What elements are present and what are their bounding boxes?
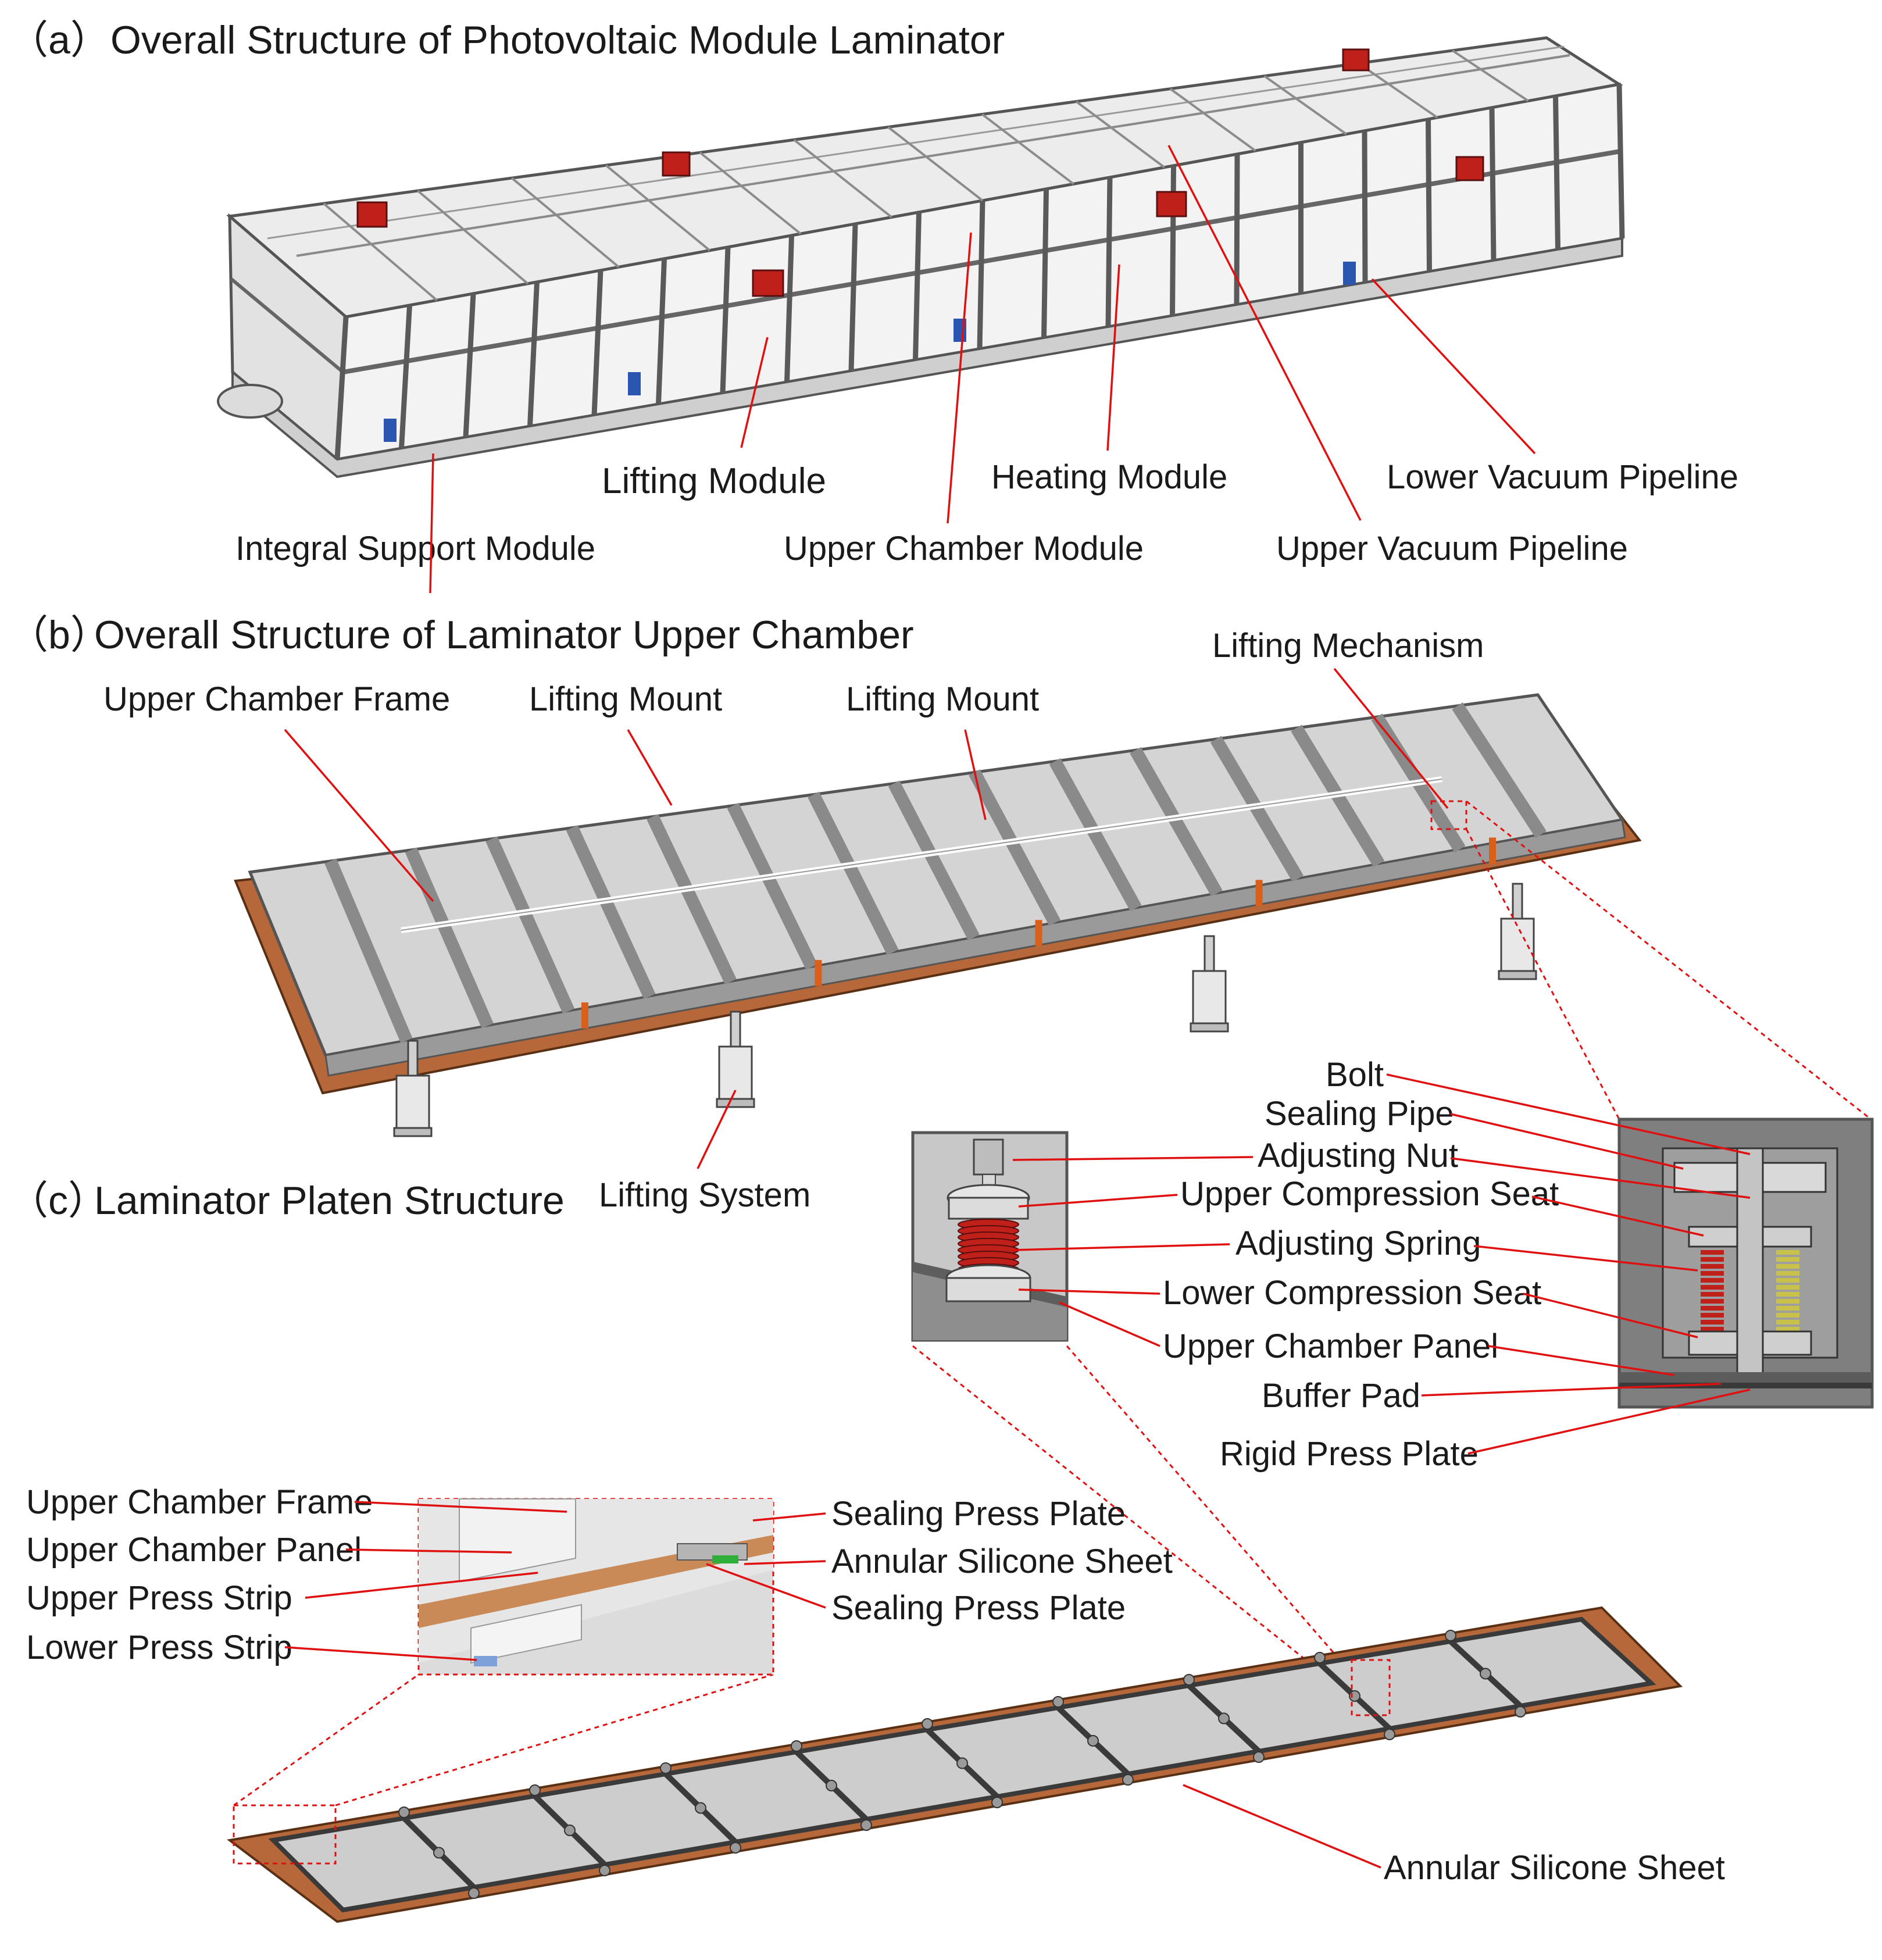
platen-bolt-highlight	[1351, 1659, 1391, 1716]
label-sealing-pipe: Sealing Pipe	[1265, 1095, 1454, 1133]
platen-drawing	[227, 1606, 1683, 1923]
section-b-title: Overall Structure of Laminator Upper Cha…	[94, 613, 914, 657]
label-lower-compression-seat: Lower Compression Seat	[1163, 1274, 1541, 1312]
label-lifting-module: Lifting Module	[602, 461, 826, 501]
detail-leaders	[1012, 1073, 1751, 1455]
leader-upper-chamber-frame-b	[284, 729, 434, 902]
section-c-title: Laminator Platen Structure	[94, 1179, 565, 1223]
section-a-marker: （a）	[9, 18, 110, 62]
label-bolt: Bolt	[1326, 1056, 1384, 1094]
platen-zoom-connector-1	[233, 1673, 419, 1807]
leader-upper-chamber-module	[947, 232, 972, 524]
section-a-title: Overall Structure of Photovoltaic Module…	[110, 18, 1005, 62]
leader-lifting-module	[740, 337, 769, 448]
lifting-mechanism-highlight	[1430, 800, 1467, 830]
leader-lifting-mount-1	[627, 729, 673, 806]
label-sealing-press-plate-1: Sealing Press Plate	[831, 1495, 1126, 1533]
label-heating-module: Heating Module	[991, 458, 1227, 496]
label-upper-compression-seat: Upper Compression Seat	[1180, 1175, 1559, 1213]
leader-upper-vacuum-pipeline	[1167, 145, 1362, 521]
label-upper-chamber-panel-detail: Upper Chamber Panel	[1163, 1327, 1498, 1365]
label-upper-chamber-frame-b: Upper Chamber Frame	[103, 680, 450, 718]
platen-leaders	[284, 1501, 1381, 1869]
label-lifting-mount-2: Lifting Mount	[846, 680, 1039, 718]
leader-lifting-mount-2	[964, 729, 987, 820]
leader-lifting-system	[697, 1090, 737, 1169]
label-lifting-mount-1: Lifting Mount	[529, 680, 722, 718]
lifting-cylinders	[393, 883, 1537, 1137]
label-lifting-mechanism: Lifting Mechanism	[1212, 627, 1484, 665]
spring-assembly-detail	[911, 1131, 1069, 1342]
leader-integral-support-module	[429, 453, 434, 594]
label-lower-vacuum-pipeline: Lower Vacuum Pipeline	[1387, 458, 1738, 496]
upper-chamber-drawing	[234, 693, 1642, 1137]
leader-lifting-mechanism	[1333, 667, 1449, 809]
label-adjusting-nut: Adjusting Nut	[1258, 1137, 1458, 1174]
spring-assembly-section	[1617, 1118, 1874, 1409]
leader-heating-module	[1106, 264, 1120, 451]
label-buffer-pad: Buffer Pad	[1262, 1377, 1420, 1415]
label-upper-chamber-module: Upper Chamber Module	[784, 530, 1144, 567]
label-integral-support-module: Integral Support Module	[235, 530, 595, 567]
label-adjusting-spring: Adjusting Spring	[1235, 1224, 1481, 1262]
zoom-connector-1	[1466, 800, 1872, 1120]
label-upper-chamber-panel-c: Upper Chamber Panel	[26, 1531, 362, 1569]
section-b-marker: （b）	[9, 613, 110, 657]
label-lifting-system: Lifting System	[599, 1176, 810, 1214]
label-sealing-press-plate-2: Sealing Press Plate	[831, 1589, 1126, 1627]
section-c-marker: （c）	[9, 1179, 108, 1223]
label-upper-vacuum-pipeline: Upper Vacuum Pipeline	[1276, 530, 1628, 567]
leader-lower-vacuum-pipeline	[1371, 278, 1536, 455]
platen-zoom-connector-2	[335, 1673, 774, 1807]
label-upper-chamber-frame-c: Upper Chamber Frame	[26, 1483, 373, 1521]
seal-section-detail	[417, 1498, 774, 1676]
label-annular-silicone-sheet-2: Annular Silicone Sheet	[1384, 1849, 1725, 1887]
laminator-machine-drawing	[217, 36, 1625, 479]
label-upper-press-strip: Upper Press Strip	[26, 1579, 292, 1617]
label-rigid-press-plate: Rigid Press Plate	[1220, 1435, 1479, 1473]
zoom-connector-3	[1066, 1345, 1359, 1681]
label-lower-press-strip: Lower Press Strip	[26, 1629, 292, 1666]
label-annular-silicone-sheet-1: Annular Silicone Sheet	[831, 1543, 1173, 1580]
zoom-connector-2	[1465, 829, 1620, 1120]
platen-edge-highlight	[233, 1804, 337, 1865]
zoom-connector-4	[912, 1345, 1332, 1681]
